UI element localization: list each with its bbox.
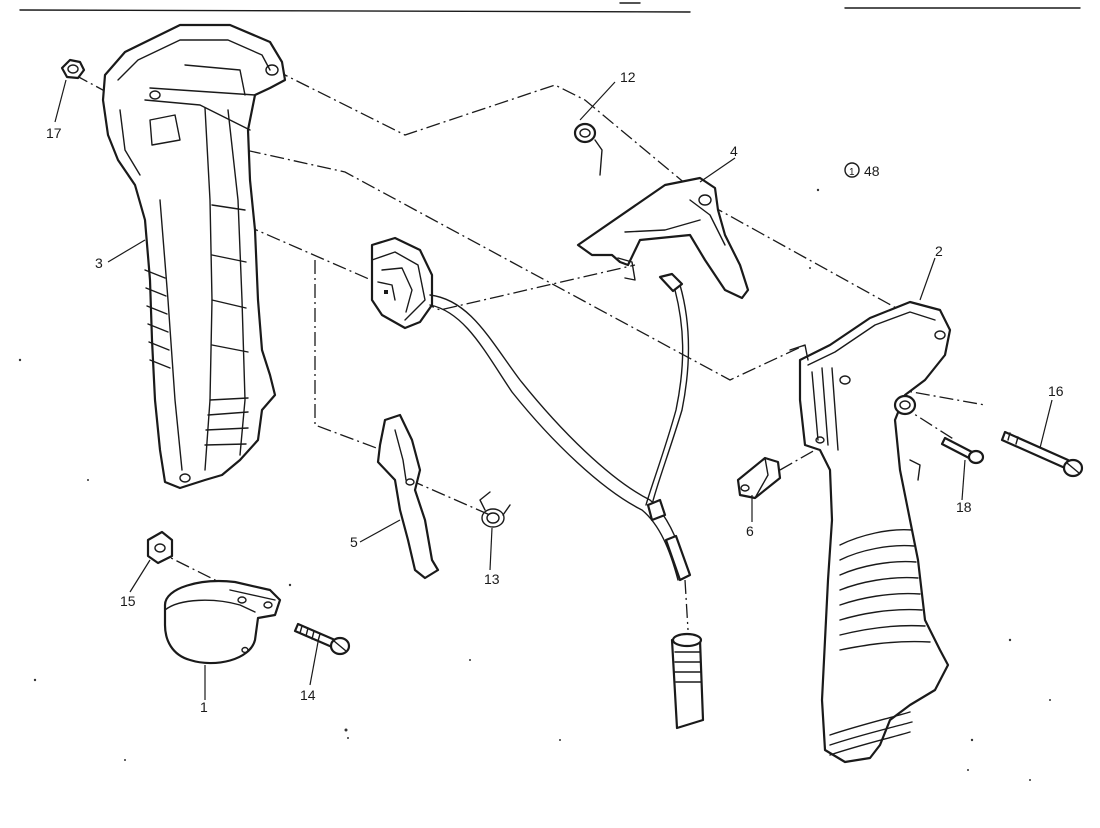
callout-17: 17 (46, 125, 62, 141)
callout-18: 18 (956, 499, 972, 515)
handle-half-part-3 (101, 23, 287, 490)
assembly-centerlines (74, 69, 986, 631)
screw-part-16 (1000, 430, 1084, 478)
callout-3: 3 (95, 255, 103, 271)
callout-4: 4 (730, 143, 738, 159)
handle-grip-ribs (144, 204, 249, 446)
callout-6: 6 (746, 523, 754, 539)
square-nut-part-15 (146, 530, 174, 565)
reference-mark-48: 1 48 (844, 162, 880, 179)
svg-text:1: 1 (849, 167, 855, 178)
spacer-part-12 (573, 122, 603, 176)
band-clamp-part-1 (163, 580, 282, 665)
switch-unit (370, 236, 434, 330)
scan-specks (18, 188, 1051, 781)
callout-15: 15 (120, 593, 136, 609)
housing-grip-ribs (829, 528, 931, 756)
cord-guard (670, 632, 705, 730)
reference-circle-icon (844, 162, 860, 178)
switch-cord (429, 272, 692, 582)
screw-part-18 (940, 436, 985, 465)
callout-labels: 17 3 12 4 2 16 18 6 5 13 15 14 1 (46, 69, 1064, 715)
lever-part-4 (576, 176, 750, 300)
callout-leaders (54, 79, 1053, 700)
trigger-part-5 (376, 413, 440, 580)
callout-13: 13 (484, 571, 500, 587)
header-rule-lines (19, 2, 1081, 13)
callout-2: 2 (935, 243, 943, 259)
callout-16: 16 (1048, 383, 1064, 399)
callout-5: 5 (350, 534, 358, 550)
callout-12: 12 (620, 69, 636, 85)
clamp-screw-part-14 (293, 622, 351, 656)
reference-number: 48 (864, 163, 880, 179)
callout-14: 14 (300, 687, 316, 703)
spring-part-13 (479, 491, 511, 528)
callout-1: 1 (200, 699, 208, 715)
handle-screw-boss (265, 64, 279, 76)
block-part-6 (736, 456, 782, 500)
nut-part-17 (60, 58, 86, 80)
housing-part-2 (789, 300, 952, 764)
